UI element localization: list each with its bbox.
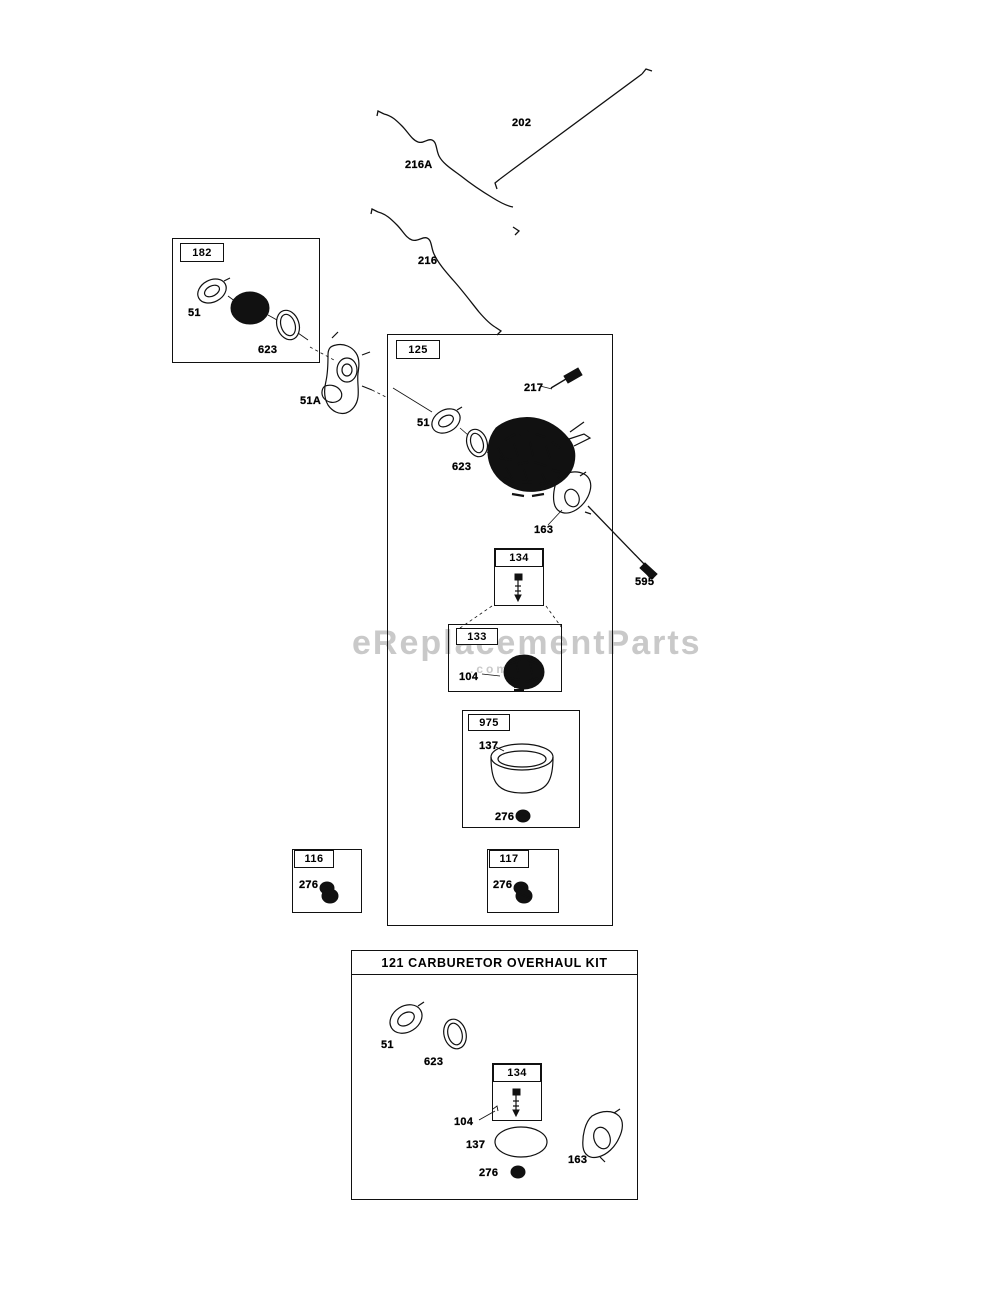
group-title-121: 121 CARBURETOR OVERHAUL KIT xyxy=(352,951,637,975)
part-975-float-bowl xyxy=(490,743,554,823)
callout-216: 216 xyxy=(418,255,438,267)
group-tab-134: 134 xyxy=(495,549,543,567)
group-tab-117: 117 xyxy=(489,850,529,868)
callout-125-623: 623 xyxy=(452,461,472,473)
part-216a-governor-link xyxy=(376,110,521,236)
callout-975-276: 276 xyxy=(495,811,515,823)
callout-125-163: 163 xyxy=(534,524,554,536)
carb-body-small xyxy=(230,291,270,325)
part-163-gasket-kit xyxy=(582,1108,623,1163)
group-tab-182: 182 xyxy=(180,243,224,262)
group-box-121 xyxy=(351,950,638,1200)
part-216-governor-link xyxy=(370,208,503,336)
callout-595: 595 xyxy=(635,576,655,588)
group-117-contents xyxy=(513,881,533,904)
group-box-182 xyxy=(172,238,320,363)
group-tab-116: 116 xyxy=(294,850,334,868)
callout-202: 202 xyxy=(512,117,532,129)
group-box-133 xyxy=(448,624,562,692)
group-box-125 xyxy=(387,334,613,926)
part-51a-bracket xyxy=(309,331,389,415)
callout-216a: 216A xyxy=(405,159,433,171)
group-116-contents xyxy=(319,881,339,904)
callout-117-276: 276 xyxy=(493,879,513,891)
callout-121-623: 623 xyxy=(424,1056,444,1068)
part-133-float xyxy=(503,654,545,691)
part-163-gasket xyxy=(552,471,592,515)
group-125-contents xyxy=(392,367,658,823)
callout-116-276: 276 xyxy=(299,879,319,891)
part-134-needle-valve-kit xyxy=(512,1088,521,1118)
group-182-contents xyxy=(197,277,309,341)
group-box-134-kit xyxy=(492,1063,542,1121)
callout-133-104: 104 xyxy=(459,671,479,683)
callout-51a: 51A xyxy=(300,395,322,407)
callout-121-104: 104 xyxy=(454,1116,474,1128)
group-box-116 xyxy=(292,849,362,913)
callout-121-276: 276 xyxy=(479,1167,499,1179)
callout-121-137: 137 xyxy=(466,1139,486,1151)
group-121-contents xyxy=(389,1001,623,1179)
part-217-screw xyxy=(550,367,583,389)
part-595-screw xyxy=(587,505,658,580)
callout-121-163: 163 xyxy=(568,1154,588,1166)
callout-182-51: 51 xyxy=(188,307,201,319)
part-carburetor-body xyxy=(487,417,592,498)
group-tab-975: 975 xyxy=(468,714,510,731)
group-tab-134-kit: 134 xyxy=(493,1064,541,1082)
group-box-117 xyxy=(487,849,559,913)
callout-121-51: 51 xyxy=(381,1039,394,1051)
group-box-134 xyxy=(494,548,544,606)
callout-182-623: 623 xyxy=(258,344,278,356)
part-202-link-rod xyxy=(494,68,653,190)
callout-125-217: 217 xyxy=(524,382,544,394)
group-box-975 xyxy=(462,710,580,828)
callout-975-137: 137 xyxy=(479,740,499,752)
group-tab-133: 133 xyxy=(456,628,498,645)
callout-125-51: 51 xyxy=(417,417,430,429)
group-tab-125: 125 xyxy=(396,340,440,359)
part-134-needle-valve xyxy=(514,573,523,603)
